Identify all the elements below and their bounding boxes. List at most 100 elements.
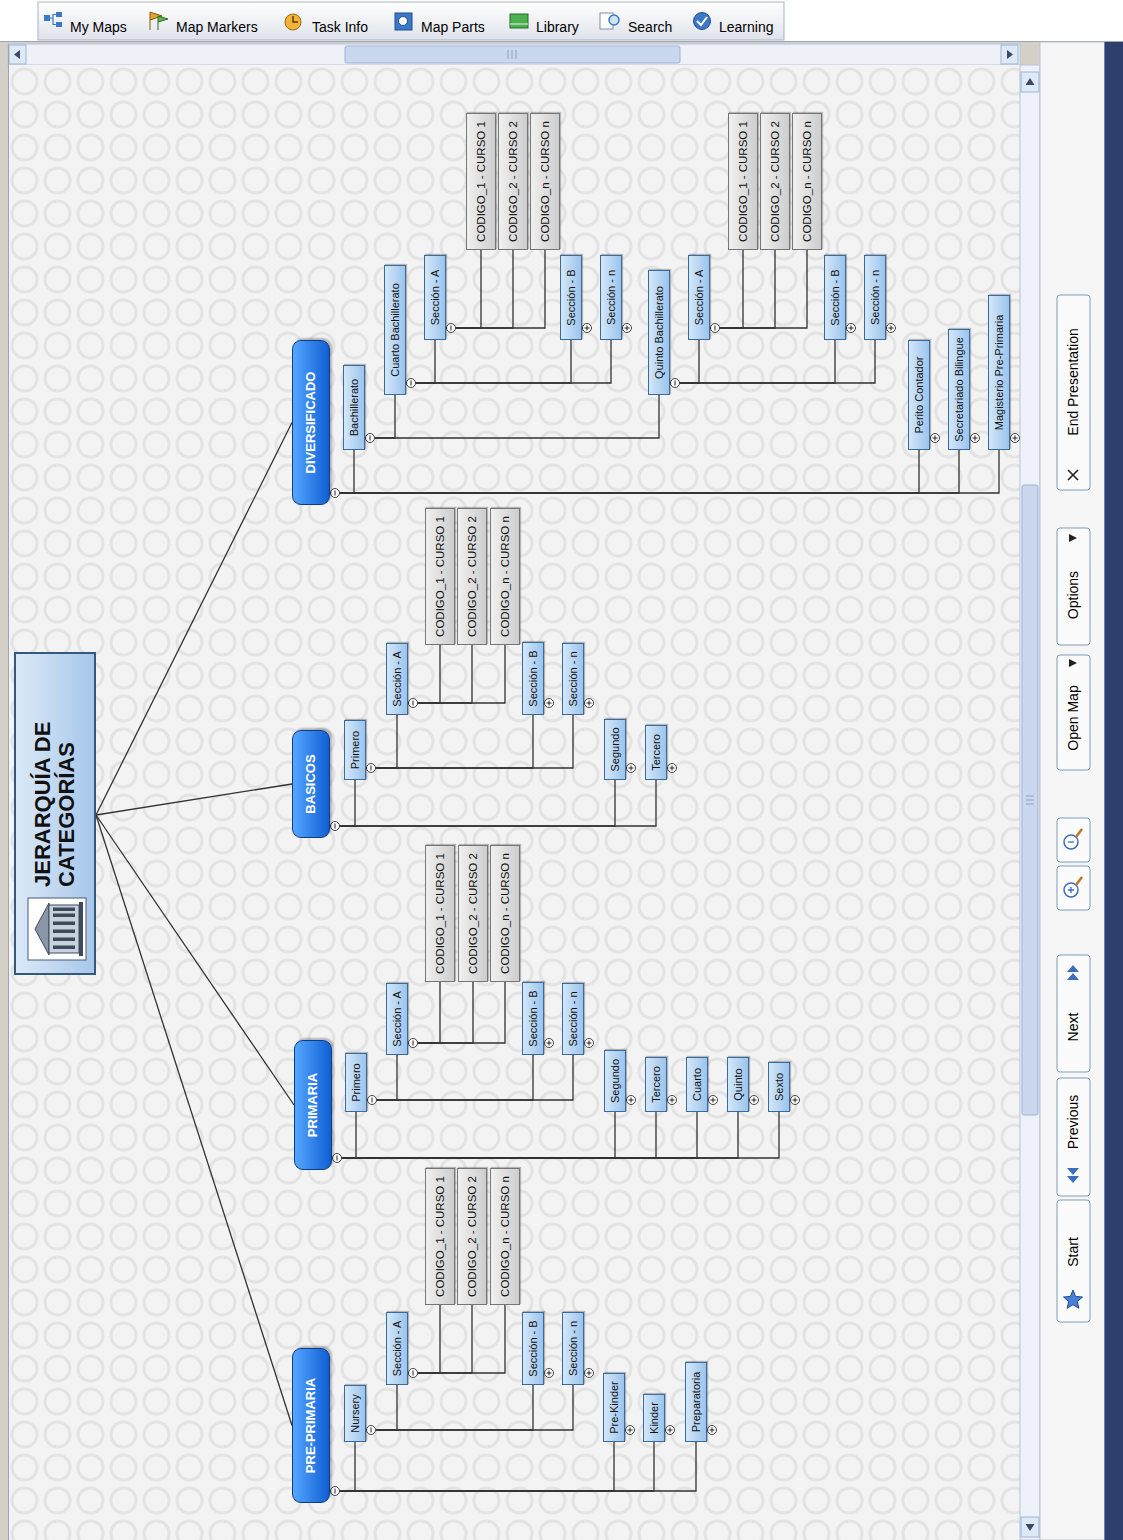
window-edge [1105, 42, 1123, 1540]
toggle-circle [668, 1096, 677, 1105]
topic-text: CODIGO_n - CURSO n [498, 516, 512, 637]
branch-line [367, 1055, 397, 1100]
collapse-toggle [447, 324, 456, 333]
scroll-arrow [1007, 50, 1013, 59]
next-icon [1067, 965, 1079, 980]
toggle-circle [331, 822, 340, 831]
subtopic: Sección - B [560, 255, 582, 340]
topic-text: BASICOS [303, 754, 319, 813]
expand-toggle [1011, 434, 1020, 443]
collapse-toggle [331, 489, 340, 498]
button-frame [1057, 655, 1090, 770]
topic-text: Sección - n [566, 651, 580, 706]
main-topic: PRIMARIA [294, 1040, 332, 1170]
toggle-plus [587, 703, 592, 704]
topic-text: CODIGO_n - CURSO n [498, 1176, 512, 1297]
course-box: CODIGO_1 - CURSO 1 [425, 508, 455, 645]
tab-label: Task Info [312, 18, 368, 36]
toggle-circle [791, 1096, 800, 1105]
topic-text: PRE-PRIMARIA [303, 1378, 319, 1473]
subtopic: Perito Contador [908, 340, 930, 450]
tab-icon [50, 15, 56, 25]
topic-text: Sección - n [566, 991, 580, 1046]
dropdown-arrow [1069, 659, 1077, 667]
toggle-circle [368, 1096, 377, 1105]
branch-line [408, 645, 505, 703]
course-box: CODIGO_1 - CURSO 1 [466, 113, 496, 250]
button-frame [1057, 818, 1090, 862]
main-topic: PRE-PRIMARIA [292, 1348, 330, 1503]
course-box: CODIGO_n - CURSO n [490, 1168, 520, 1305]
branch-line [408, 1305, 472, 1373]
toggle-circle [971, 434, 980, 443]
scroll-grip [508, 50, 516, 59]
button-frame [1057, 1078, 1090, 1196]
expand-toggle [627, 764, 636, 773]
button-frame [1057, 528, 1090, 645]
subtopic: Primero [345, 1053, 367, 1112]
toggle-circle [545, 699, 554, 708]
central-topic: JERARQUÍA DE CATEGORÍAS [14, 652, 96, 975]
zoom-icon [1064, 835, 1078, 849]
branch-line [365, 395, 395, 438]
toggle-circle [367, 1426, 376, 1435]
dropdown-arrow [1069, 534, 1077, 542]
building-icon [27, 897, 87, 961]
subtopic: Sección - B [824, 255, 846, 340]
collapse-toggle [367, 764, 376, 773]
branch-line [366, 715, 397, 768]
icon-column [53, 908, 75, 912]
toggle-minus [337, 1156, 338, 1161]
subtopic: Sección - A [688, 255, 710, 340]
branch-line [330, 1442, 696, 1491]
scroll-thumb [345, 46, 680, 63]
subtopic: Bachillerato [343, 365, 365, 450]
course-box: CODIGO_n - CURSO n [792, 113, 822, 250]
branch-line [406, 340, 571, 383]
toggle-circle [407, 379, 416, 388]
branch-line [446, 250, 481, 328]
toggle-circle [545, 1039, 554, 1048]
toggle-circle [447, 324, 456, 333]
toggle-plus [587, 1373, 592, 1374]
expand-toggle [791, 1096, 800, 1105]
expand-toggle [545, 1039, 554, 1048]
expand-toggle [585, 699, 594, 708]
topic-text: Sección - A [428, 270, 442, 326]
branch-line [330, 1442, 654, 1491]
toggle-circle [708, 1426, 717, 1435]
toggle-plus [668, 1430, 673, 1431]
topic-text: CODIGO_1 - CURSO 1 [433, 516, 447, 637]
topic-text: CODIGO_1 - CURSO 1 [433, 853, 447, 974]
zoom-icon [1076, 829, 1082, 837]
subtopic: Sección - A [386, 1312, 408, 1385]
subtopic: Magisterio Pre-Primaria [988, 295, 1010, 450]
toggle-plus [670, 768, 675, 769]
toggle-circle [333, 1154, 342, 1163]
subtopic: Quinto Bachillerato [648, 270, 670, 395]
toggle-circle [671, 379, 680, 388]
topic-text: CODIGO_1 - CURSO 1 [474, 121, 488, 242]
scroll-thumb [1022, 485, 1038, 1115]
tab-label: Search [628, 18, 672, 36]
toggle-plus [628, 1430, 633, 1431]
course-box: CODIGO_1 - CURSO 1 [728, 113, 758, 250]
button-frame [1057, 955, 1090, 1072]
icon-base [79, 902, 83, 956]
start-icon [1064, 1290, 1083, 1308]
toggle-circle [666, 1426, 675, 1435]
topic-text: Preparatoria [689, 1372, 703, 1433]
icon-column [53, 922, 75, 926]
close-icon [1068, 470, 1078, 480]
course-box: CODIGO_1 - CURSO 1 [425, 845, 455, 982]
collapse-toggle [366, 434, 375, 443]
branch-line [446, 250, 513, 328]
branch-line [366, 1385, 397, 1430]
tab-text: Library [536, 18, 579, 36]
scroll-arrow [1021, 1517, 1039, 1537]
course-box: CODIGO_n - CURSO n [490, 845, 520, 982]
subtopic: Sección - A [386, 643, 408, 715]
branch-line [408, 1305, 505, 1373]
